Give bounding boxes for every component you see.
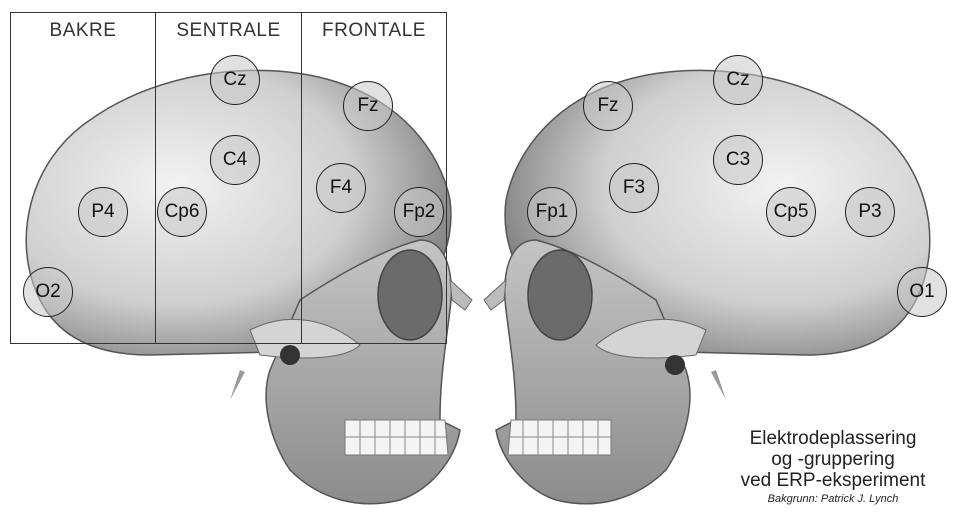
electrode-o2: O2 [23,267,73,317]
electrode-o1: O1 [897,267,947,317]
electrode-fz-left: Fz [583,81,633,131]
caption-line-2: og -gruppering [728,449,938,470]
electrode-cz-right: Cz [210,55,260,105]
electrode-fp2: Fp2 [394,187,444,237]
electrode-fp1: Fp1 [527,187,577,237]
electrode-p3: P3 [845,187,895,237]
electrode-cp5: Cp5 [766,187,816,237]
electrode-f4: F4 [316,163,366,213]
caption-line-3: ved ERP-eksperiment [728,470,938,491]
caption-line-1: Elektrodeplassering [728,428,938,449]
electrode-f3: F3 [609,163,659,213]
region-label-bakre: BAKRE [10,20,156,42]
electrode-cp6: Cp6 [157,187,207,237]
electrode-c4: C4 [210,135,260,185]
electrode-fz-right: Fz [343,81,393,131]
caption-credit: Bakgrunn: Patrick J. Lynch [728,493,938,505]
region-label-sentrale: SENTRALE [155,20,302,42]
electrode-cz-left: Cz [713,55,763,105]
electrode-c3: C3 [713,135,763,185]
caption: Elektrodeplassering og -gruppering ved E… [728,428,938,505]
electrode-p4: P4 [78,187,128,237]
region-label-frontale: FRONTALE [301,20,447,42]
